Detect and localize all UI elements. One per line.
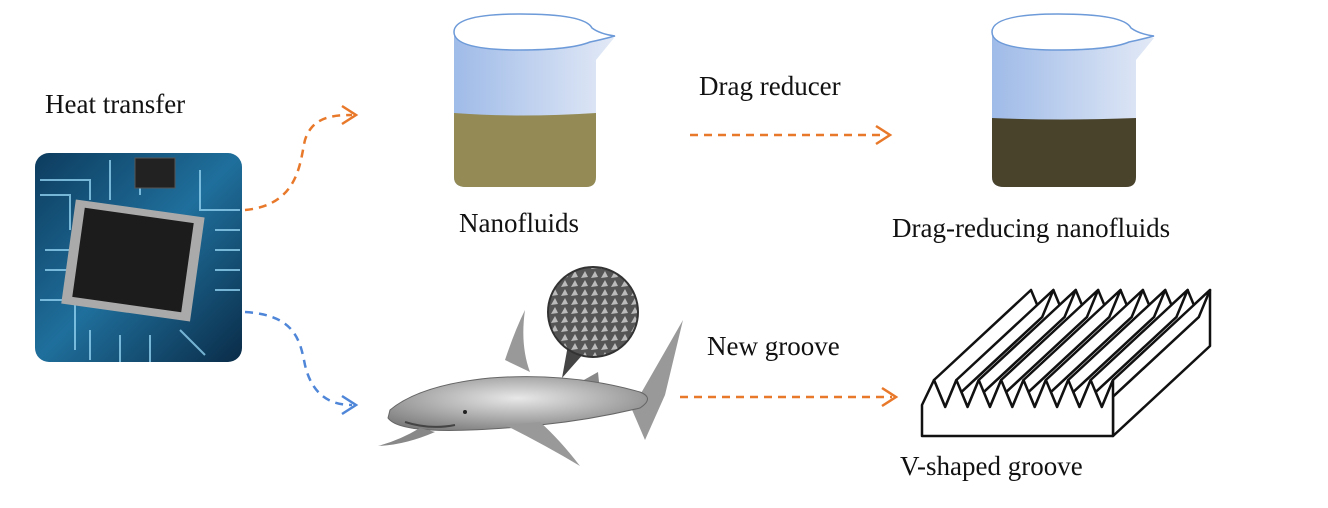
shark-illustration xyxy=(378,310,683,466)
v-shaped-groove-diagram xyxy=(920,288,1212,438)
new-groove-arrowhead xyxy=(881,386,899,408)
microchip xyxy=(61,199,205,322)
drag-reducer-label: Drag reducer xyxy=(699,71,841,101)
drag-reducing-nanofluids-beaker xyxy=(991,13,1155,187)
heat-transfer-label: Heat transfer xyxy=(45,89,186,119)
shark-skin-magnified-bubble xyxy=(547,266,639,378)
drag-reducing-nanofluids-label: Drag-reducing nanofluids xyxy=(892,213,1171,243)
groove-front-face xyxy=(920,378,1115,438)
drag-reducer-arrowhead xyxy=(875,124,893,146)
circuit-board-image xyxy=(35,153,242,362)
new-groove-label: New groove xyxy=(707,331,840,361)
orange-curved-arrow xyxy=(244,113,353,212)
blue-curved-arrow xyxy=(244,310,353,407)
orange-arrowhead xyxy=(341,104,359,126)
nanofluids-label: Nanofluids xyxy=(459,208,579,238)
blue-arrowhead xyxy=(341,394,359,416)
v-shaped-groove-label: V-shaped groove xyxy=(900,451,1083,481)
nanofluids-beaker xyxy=(453,13,616,187)
